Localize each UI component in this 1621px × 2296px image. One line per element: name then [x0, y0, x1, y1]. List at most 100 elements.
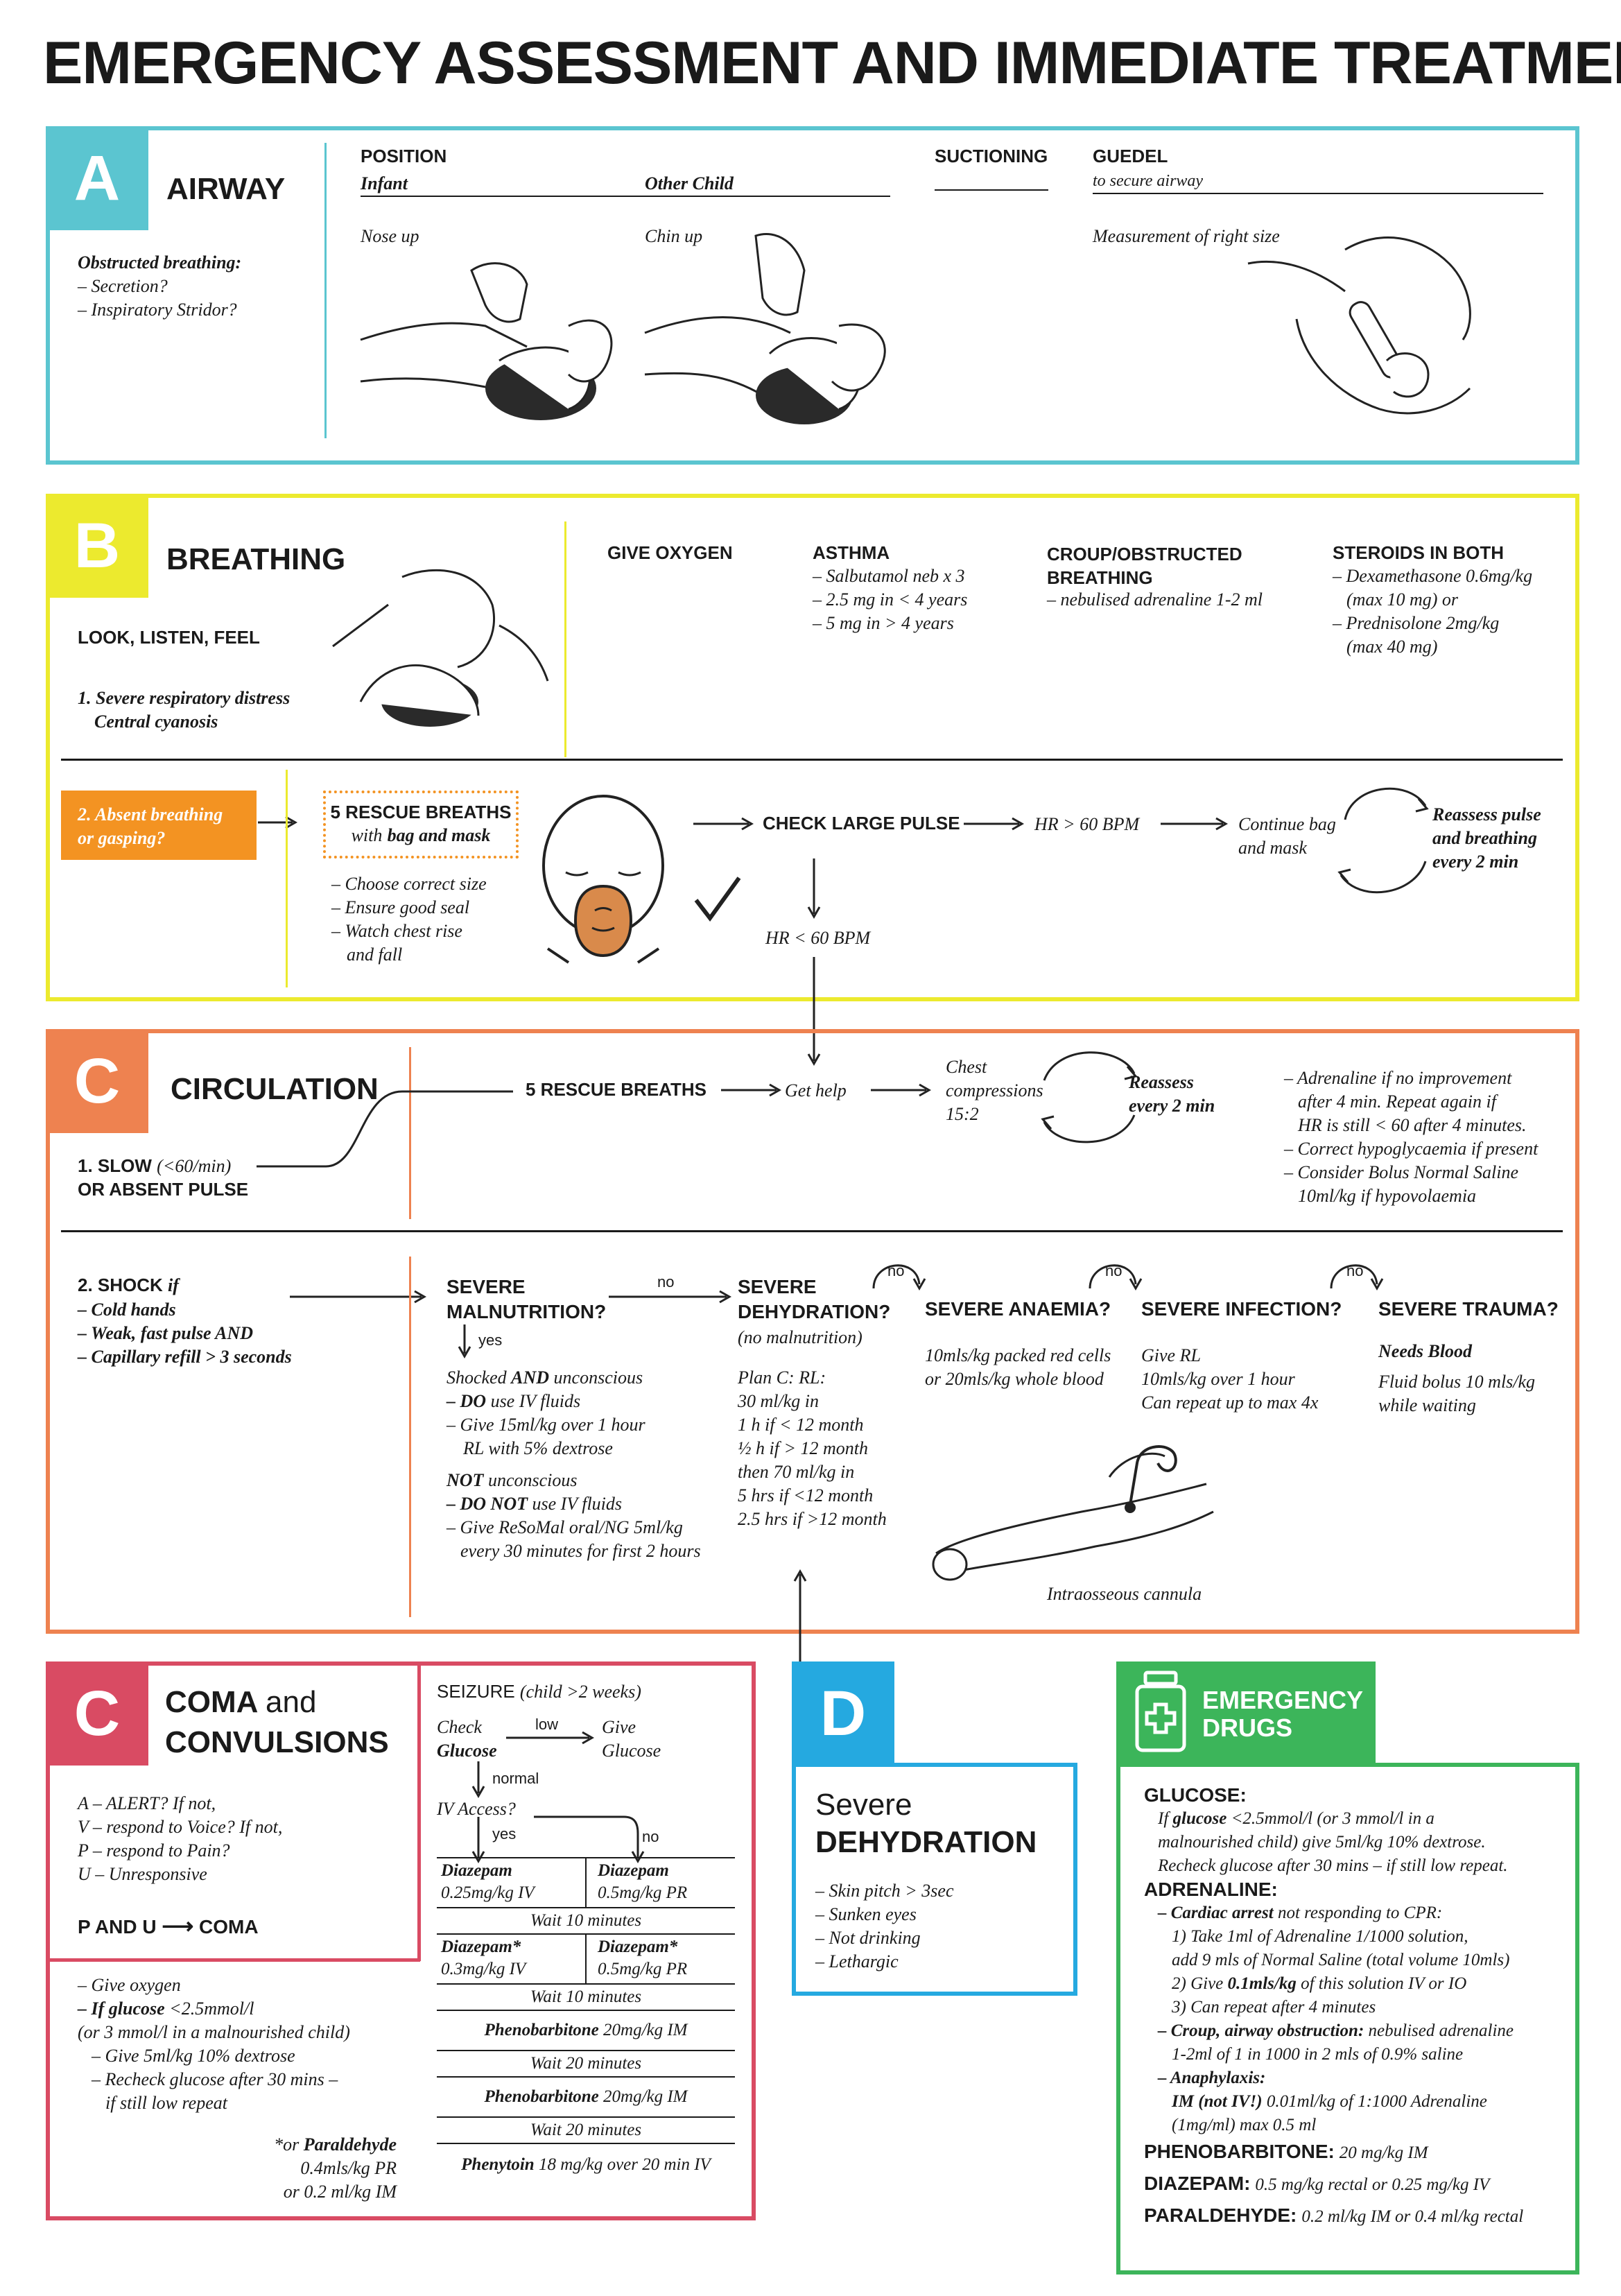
- list-item: Give RL: [1141, 1345, 1201, 1365]
- absent-pulse-label: OR ABSENT PULSE: [78, 1179, 249, 1200]
- pheno-dose: 20mg/kg IM: [603, 2021, 688, 2039]
- adrenaline-step-2: 2) Give 0.1mls/kg of this solution IV or…: [1144, 1972, 1574, 1996]
- arrow-hr-to-circulation: [807, 957, 821, 1067]
- reassess-line: Reassess: [1129, 1072, 1194, 1092]
- avpu-list: A – ALERT? If not, V – respond to Voice?…: [78, 1792, 282, 1886]
- circulation-divider-bottom: [409, 1257, 411, 1617]
- paraldehyde-note: *or Paraldehyde 0.4mls/kg PR or 0.2 ml/k…: [208, 2133, 397, 2204]
- dehydration-section: [792, 1763, 1077, 1996]
- croup-heading-line: CROUP/OBSTRUCTED: [1047, 544, 1242, 564]
- pheno-heading: PHENOBARBITONE:: [1144, 2141, 1335, 2162]
- adrenaline-step-1: 1) Take 1ml of Adrenaline 1/1000 solutio…: [1172, 1927, 1468, 1946]
- steroids-heading: STEROIDS IN BOTH: [1333, 542, 1505, 563]
- infant-airway-illustration: [360, 262, 613, 420]
- rescue-breaths-box: 5 RESCUE BREATHS with bag and mask: [323, 791, 519, 858]
- absent-breathing-line: or gasping?: [78, 828, 166, 848]
- p-and-u: P AND U: [78, 1916, 157, 1937]
- arrow-yes-down: [458, 1324, 471, 1359]
- trauma-list: Fluid bolus 10 mls/kg while waiting: [1378, 1370, 1535, 1417]
- p-and-u-coma: P AND U ⟶ COMA: [78, 1913, 259, 1939]
- position-heading: POSITION: [361, 146, 447, 166]
- shocked-word: Shocked: [447, 1367, 507, 1388]
- list-item: 10mls/kg over 1 hour: [1141, 1369, 1295, 1389]
- guedel-measurement-illustration: [1247, 236, 1471, 415]
- checkmark-icon: [694, 877, 741, 922]
- list-item: V – respond to Voice? If not,: [78, 1817, 283, 1837]
- dehydration-signs: – Skin pitch > 3sec – Sunken eyes – Not …: [815, 1879, 954, 1974]
- circ-reassess-cycle-arrows: [1041, 1051, 1138, 1143]
- circ-rescue-breaths: 5 RESCUE BREATHS: [526, 1079, 707, 1100]
- arrow-absent-to-rescue: [258, 815, 298, 829]
- check-glucose: Check Glucose: [437, 1716, 497, 1763]
- table-cell: Diazepam*0.3mg/kg IV: [441, 1936, 526, 1980]
- coma-recheck-2: if still low repeat: [105, 2093, 227, 2113]
- breathing-flow-divider: [286, 770, 288, 987]
- list-item: ½ h if > 12 month: [738, 1438, 868, 1458]
- breathing-section: [46, 494, 1579, 1001]
- dehydration-title: DEHYDRATION: [815, 1825, 1037, 1859]
- list-item: – Ensure good seal: [331, 897, 470, 917]
- list-item: – 2.5 mg in < 4 years: [813, 589, 968, 610]
- no-label-trauma: no: [1346, 1262, 1364, 1279]
- chin-up-label: Chin up: [645, 226, 703, 246]
- list-item: – Choose correct size: [331, 874, 487, 894]
- airway-divider: [324, 143, 327, 438]
- diazepam-value: 0.5 mg/kg rectal or 0.25 mg/kg IV: [1255, 2175, 1490, 2194]
- seizure-paren: (child >2 weeks): [519, 1682, 641, 1702]
- table-rule: [437, 2076, 735, 2078]
- airway-letter-tab: A: [46, 126, 148, 230]
- table-rule: [437, 2010, 735, 2011]
- list-item: 2.5 hrs if >12 month: [738, 1509, 887, 1529]
- give-word: Give: [602, 1717, 636, 1737]
- adrenaline-notes: – Adrenaline if no improvement after 4 m…: [1284, 1067, 1538, 1208]
- drugs-title-line: EMERGENCY: [1202, 1686, 1364, 1714]
- list-item: 1. Severe respiratory distress: [78, 688, 291, 708]
- reassess-line: Reassess pulse: [1432, 804, 1541, 825]
- slow-label: 1. SLOW: [78, 1155, 152, 1176]
- table-rule: [437, 2116, 735, 2118]
- adrenaline-step-3: 3) Can repeat after 4 minutes: [1172, 1998, 1376, 2017]
- infection-heading: SEVERE INFECTION?: [1141, 1298, 1342, 1320]
- continue-line: Continue bag: [1238, 814, 1336, 834]
- glucose-if: If: [1158, 1809, 1169, 1828]
- malnutrition-heading: SEVERE MALNUTRITION?: [447, 1275, 606, 1324]
- paraldehyde-value: 0.2 ml/kg IM or 0.4 ml/kg rectal: [1301, 2207, 1524, 2226]
- table-cell: Wait 20 minutes: [530, 2121, 642, 2139]
- phenobarbitone-line: PHENOBARBITONE: 20 mg/kg IM: [1144, 2140, 1574, 2165]
- shock-label: 2. SHOCK if: [78, 1275, 179, 1296]
- iv-bang: IV!): [1231, 2092, 1263, 2111]
- page-title: EMERGENCY ASSESSMENT AND IMMEDIATE TREAT…: [43, 30, 1621, 96]
- paraldehyde-line: PARALDEHYDE: 0.2 ml/kg IM or 0.4 ml/kg r…: [1144, 2204, 1574, 2229]
- arrow-to-hr-lt-60: [807, 858, 821, 920]
- anaemia-heading: SEVERE ANAEMIA?: [925, 1298, 1111, 1320]
- cannula-label: Intraosseous cannula: [1047, 1584, 1202, 1604]
- dehydration-letter-tab: D: [792, 1661, 894, 1766]
- arrow-right-icon: ⟶: [162, 1913, 194, 1938]
- severe-distress-label: 1. Severe respiratory distress Central c…: [78, 687, 290, 734]
- circulation-letter-tab: C: [46, 1029, 148, 1133]
- drugs-header-tab: [1116, 1661, 1376, 1766]
- low-label: low: [535, 1716, 559, 1733]
- check-word: Check: [437, 1717, 482, 1737]
- dehydration-severe: Severe: [815, 1788, 912, 1822]
- coma-title-and: and: [266, 1685, 317, 1719]
- list-item: (max 40 mg): [1346, 637, 1438, 657]
- hr-less-60: HR < 60 BPM: [765, 928, 871, 948]
- arrow-malnutrition-to-dehydration: [609, 1290, 732, 1304]
- croup-line: – Croup, airway obstruction: nebulised a…: [1144, 2019, 1574, 2043]
- shock-heading: 2. SHOCK: [78, 1275, 163, 1295]
- coma-recheck-1: – Recheck glucose after 30 mins –: [92, 2069, 338, 2089]
- list-item: – Consider Bolus Normal Saline: [1284, 1162, 1519, 1182]
- reassess-cycle-arrows: [1337, 787, 1429, 894]
- list-item: Central cyanosis: [94, 711, 218, 732]
- diazepam-iv-name: Diazepam: [441, 1861, 512, 1880]
- list-item: Fluid bolus 10 mls/kg: [1378, 1372, 1536, 1392]
- table-cell: Phenytoin 18 mg/kg over 20 min IV: [437, 2154, 735, 2176]
- absent-breathing-box: 2. Absent breathing or gasping?: [61, 791, 257, 860]
- no-hop-arrow-trauma: [1330, 1264, 1384, 1291]
- table-rule: [437, 1857, 735, 1858]
- diazepam-iv2-dose: 0.3mg/kg IV: [441, 1960, 526, 1978]
- steroids-list: – Dexamethasone 0.6mg/kg (max 10 mg) or …: [1333, 564, 1532, 659]
- table-rule: [585, 1935, 587, 1983]
